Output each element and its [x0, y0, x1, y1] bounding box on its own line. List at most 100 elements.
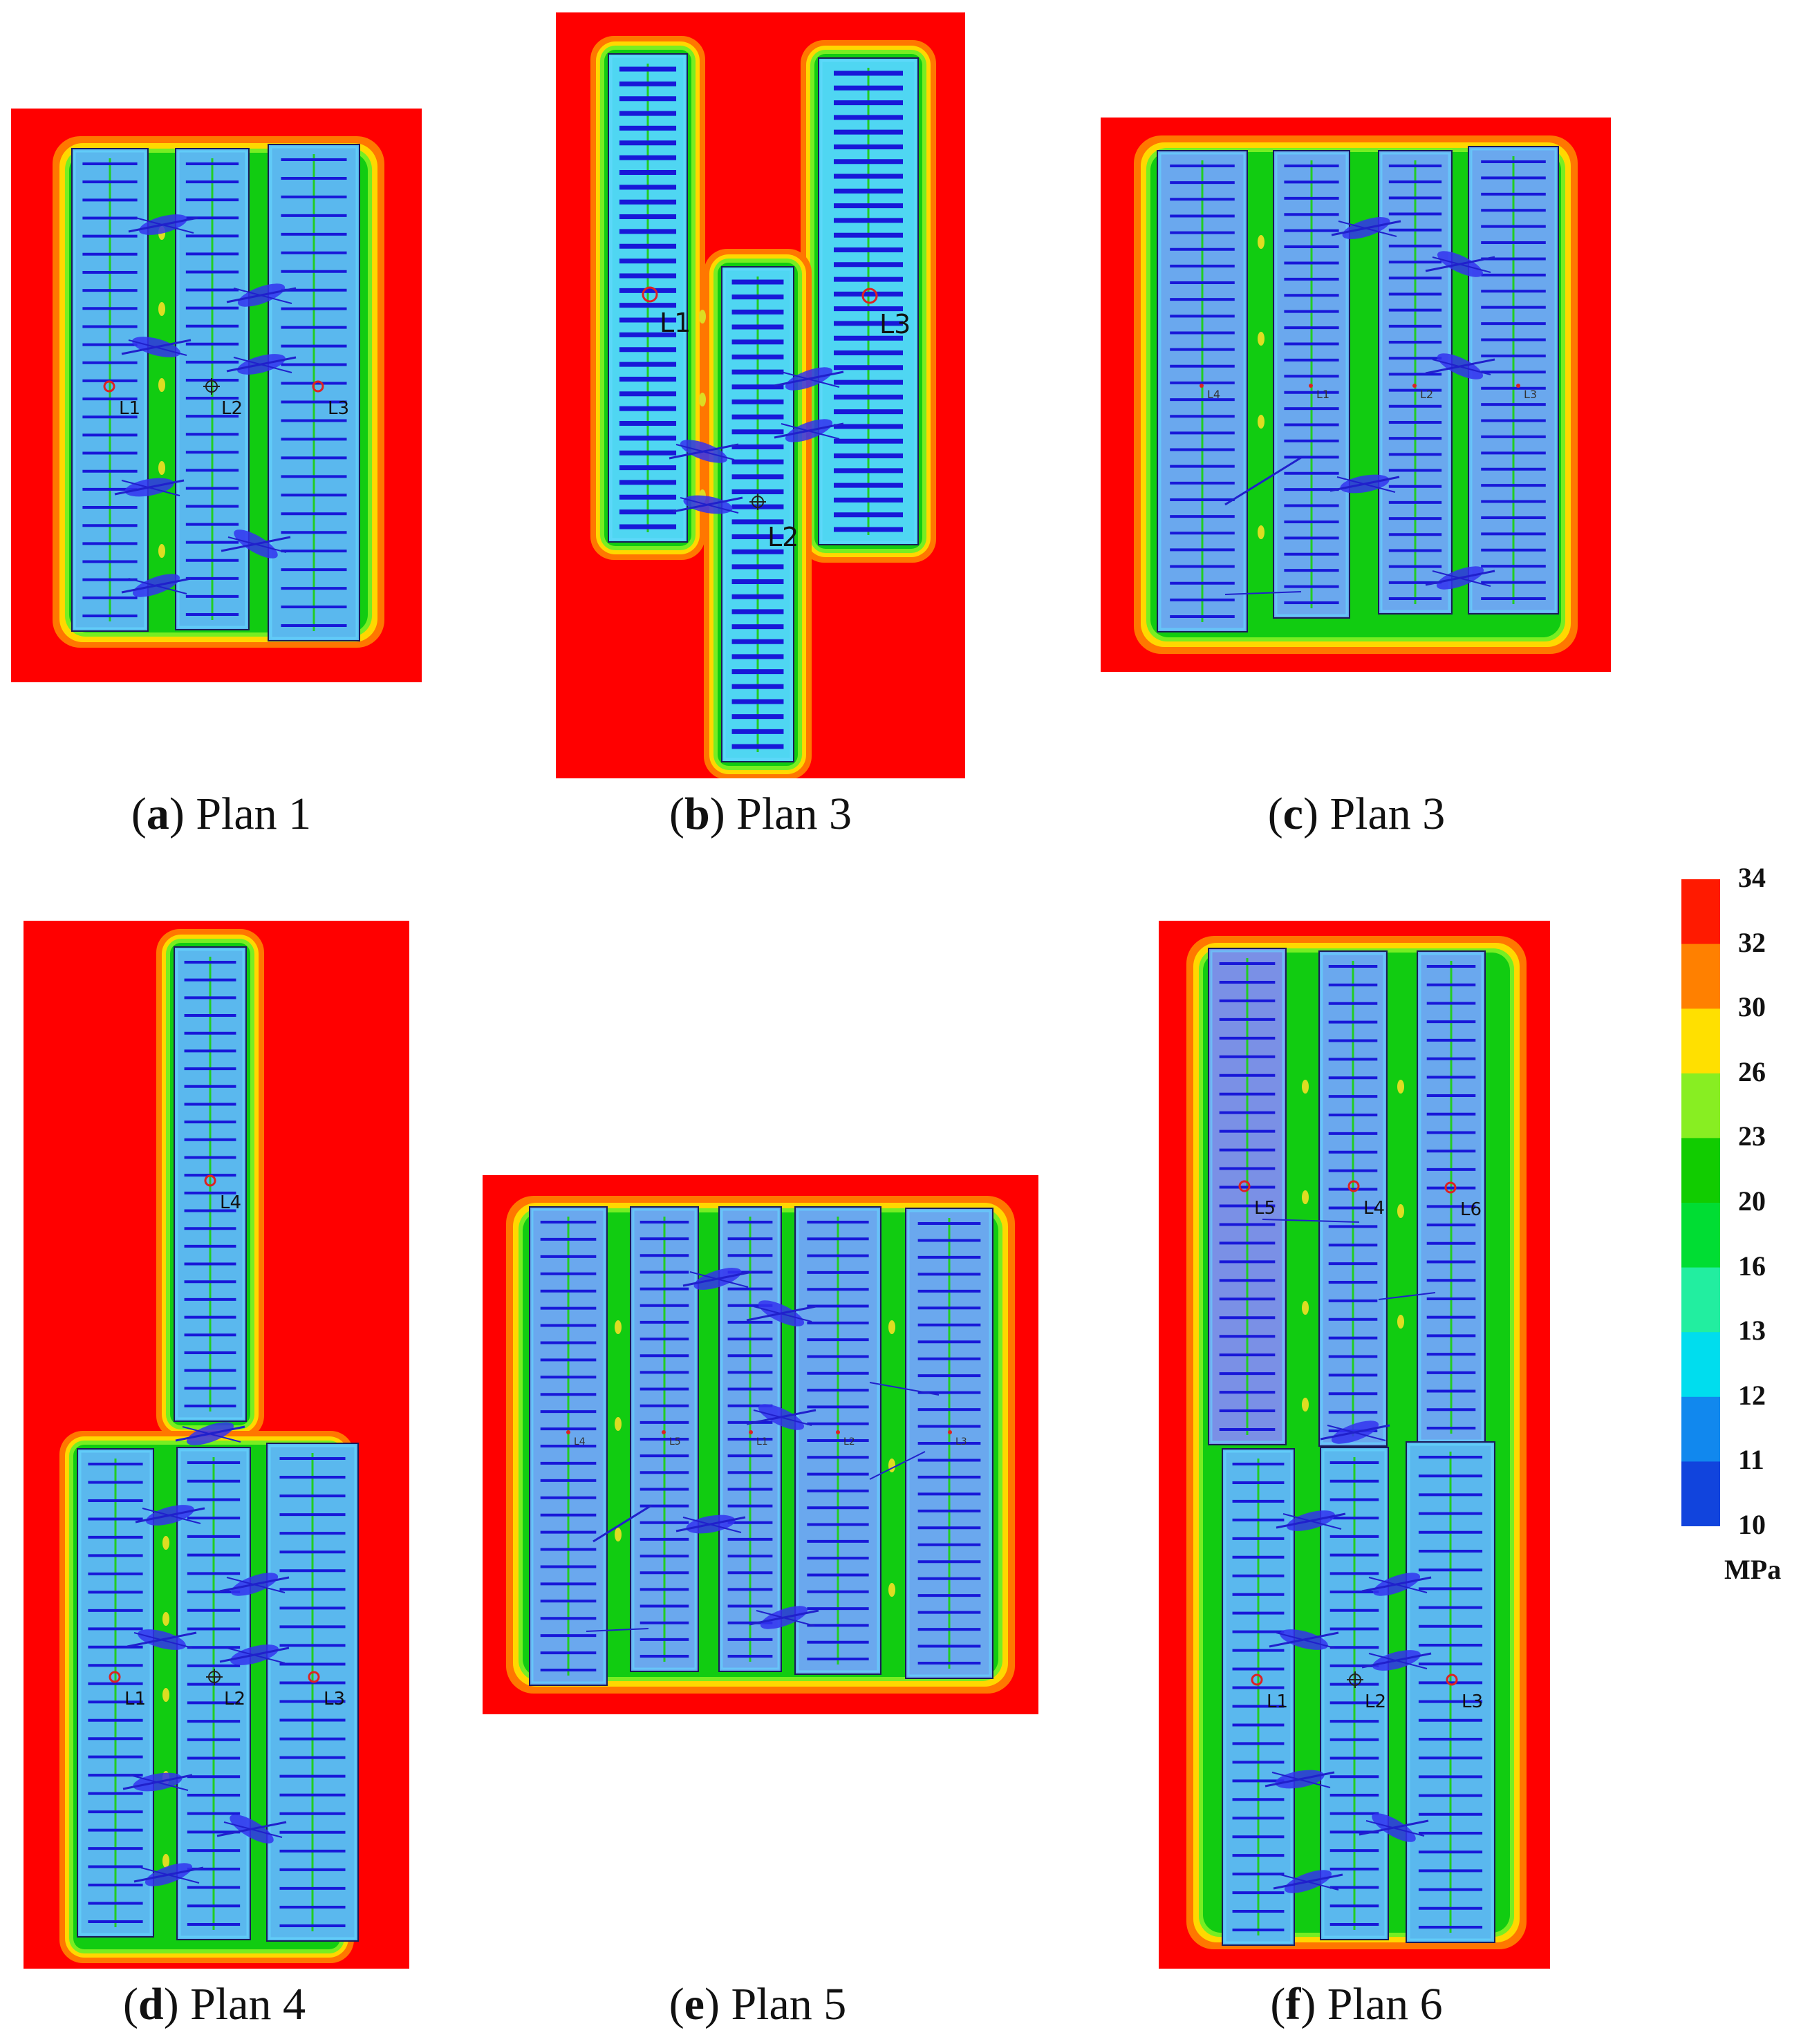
color-bar-svg [1681, 879, 1721, 1527]
color-bar-band [1681, 1203, 1720, 1268]
well-label: L2 [1365, 1691, 1386, 1712]
complex-fracture [753, 1306, 812, 1322]
color-bar-tick-label: 23 [1738, 1121, 1766, 1152]
wellhead-marker [1516, 384, 1520, 388]
complex-fracture [128, 578, 187, 594]
complex-fracture [133, 1632, 193, 1649]
well-label: L5 [669, 1436, 681, 1447]
low-stress-spot [158, 378, 165, 392]
color-bar-tick-label: 30 [1738, 991, 1766, 1023]
region-inner-edge [176, 948, 245, 1420]
region-inner-edge [270, 146, 358, 639]
well-label: L2 [224, 1689, 245, 1709]
complex-fracture [226, 1647, 286, 1664]
complex-fracture [781, 423, 840, 440]
color-bar-band [1681, 1461, 1720, 1527]
wellhead-marker [948, 1430, 952, 1434]
low-stress-spot [615, 1320, 622, 1334]
caption-e: (e) Plan 5 [669, 1979, 847, 2029]
well-label: L5 [1254, 1198, 1276, 1219]
region-inner-edge [1419, 953, 1484, 1442]
low-stress-spot [158, 461, 165, 475]
region-inner-edge [1210, 950, 1285, 1443]
color-bar-tick-label: 20 [1738, 1185, 1766, 1217]
region-inner-edge [796, 1208, 879, 1673]
caption-c: (c) Plan 3 [1267, 789, 1446, 839]
caption-a: (a) Plan 1 [131, 789, 312, 839]
complex-fracture [227, 536, 287, 553]
complex-fracture [1378, 1292, 1436, 1300]
complex-fracture [675, 444, 735, 460]
complex-fracture [1432, 256, 1491, 273]
region-inner-edge [1408, 1443, 1493, 1941]
complex-fracture [781, 371, 840, 388]
low-stress-spot [1258, 415, 1265, 429]
complex-fracture [233, 357, 292, 373]
well-label: L1 [124, 1689, 146, 1709]
color-bar-band [1681, 944, 1720, 1010]
complex-fracture [233, 288, 292, 304]
complex-fracture [756, 1610, 815, 1626]
wellhead-marker [836, 1430, 840, 1434]
complex-fracture [1336, 476, 1396, 493]
caption-b: (b) Plan 3 [669, 789, 852, 839]
well-label: L3 [955, 1436, 967, 1447]
wellhead-marker [749, 1430, 753, 1434]
low-stress-spot [1397, 1315, 1404, 1329]
well-label: L4 [220, 1192, 241, 1213]
complex-fracture [1432, 570, 1491, 587]
complex-fracture [182, 1426, 241, 1443]
complex-fracture [1224, 456, 1302, 506]
low-stress-spot [699, 310, 706, 324]
well-label: L2 [767, 522, 799, 552]
wellhead-marker [1347, 1180, 1360, 1192]
wellhead-marker [109, 1671, 121, 1683]
low-stress-spot [1397, 1080, 1404, 1094]
well-label: L2 [843, 1436, 855, 1447]
color-bar-unit: MPa [1724, 1554, 1782, 1585]
wellhead-marker [642, 286, 658, 303]
complex-fracture [1276, 1632, 1335, 1649]
complex-fracture [753, 1409, 812, 1426]
low-stress-spot [1258, 235, 1265, 249]
low-stress-spot [888, 1459, 895, 1472]
region-inner-edge [1275, 152, 1348, 617]
complex-fracture [1327, 1425, 1386, 1441]
well-label: L1 [1267, 1691, 1288, 1712]
wellhead-marker [1238, 1180, 1251, 1192]
complex-fracture [592, 1504, 652, 1543]
wellhead-marker [1412, 384, 1417, 388]
region-inner-edge [531, 1208, 606, 1684]
wellhead-marker [1444, 1181, 1457, 1194]
color-bar-tick-label: 16 [1738, 1250, 1766, 1282]
complex-fracture [586, 1628, 649, 1632]
complex-fracture [135, 217, 194, 234]
wellhead-marker [1251, 1673, 1263, 1686]
region-inner-edge [723, 268, 792, 760]
low-stress-spot [615, 1417, 622, 1431]
well-label: L3 [1524, 388, 1537, 401]
low-stress-spot [699, 393, 706, 406]
complex-fracture [142, 1508, 201, 1524]
wellhead-marker [204, 1174, 216, 1187]
low-stress-spot [1302, 1080, 1309, 1094]
region-inner-edge [610, 55, 686, 541]
low-stress-spot [1302, 1301, 1309, 1315]
wellhead-marker [103, 380, 115, 393]
complex-fracture [869, 1451, 926, 1480]
wellhead-marker [566, 1430, 570, 1434]
well-label: L2 [221, 398, 243, 419]
region-inner-edge [1159, 152, 1246, 630]
caption-d: (d) Plan 4 [122, 1979, 306, 2029]
well-label: L4 [1363, 1198, 1385, 1219]
